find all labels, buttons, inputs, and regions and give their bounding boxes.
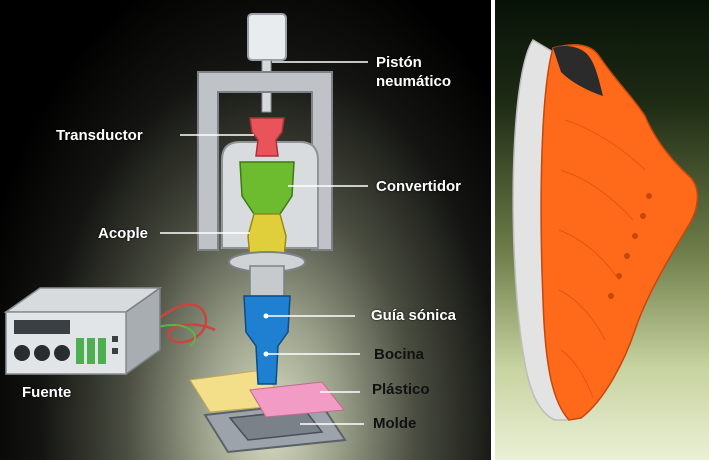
power-knob-3 xyxy=(54,345,70,361)
power-knob-1 xyxy=(14,345,30,361)
power-knob-2 xyxy=(34,345,50,361)
panel-divider xyxy=(491,0,495,460)
marker-bocina xyxy=(263,351,269,357)
label-plastico: Plástico xyxy=(372,381,430,398)
pneumatic-cylinder xyxy=(247,13,287,61)
ground-cable xyxy=(154,323,197,347)
machine-drawing xyxy=(3,13,368,454)
shoe-collar xyxy=(553,46,603,96)
label-piston-line1: Pistón xyxy=(376,54,422,71)
booster-body xyxy=(249,265,285,297)
sneaker-drawing xyxy=(512,38,699,421)
power-supply-display xyxy=(14,320,70,334)
label-bocina: Bocina xyxy=(374,346,425,363)
convertidor-part xyxy=(239,161,295,215)
shoe-upper xyxy=(540,43,699,421)
horn xyxy=(243,295,291,385)
label-fuente: Fuente xyxy=(22,384,72,401)
label-acople: Acople xyxy=(98,225,149,242)
shoe-eyelets xyxy=(608,193,652,299)
label-transductor: Transductor xyxy=(56,127,143,144)
power-meter-1 xyxy=(76,338,84,364)
label-guia-sonica: Guía sónica xyxy=(371,307,457,324)
label-convertidor: Convertidor xyxy=(376,178,462,195)
marker-guia xyxy=(263,313,269,319)
plastic-sheet xyxy=(249,381,345,418)
shoe-knit-texture xyxy=(558,119,646,399)
label-piston-line2: neumático xyxy=(376,73,452,90)
power-meter-2 xyxy=(87,338,95,364)
label-molde: Molde xyxy=(373,415,417,432)
leader-lines xyxy=(160,61,368,425)
sneaker-photo xyxy=(495,0,709,460)
power-meter-3 xyxy=(98,338,106,364)
power-cable xyxy=(154,303,216,344)
power-switch-2 xyxy=(112,348,118,354)
power-switch-1 xyxy=(112,336,118,342)
ultrasonic-welding-diagram: Pistón neumático Transductor Convertidor… xyxy=(0,0,492,460)
